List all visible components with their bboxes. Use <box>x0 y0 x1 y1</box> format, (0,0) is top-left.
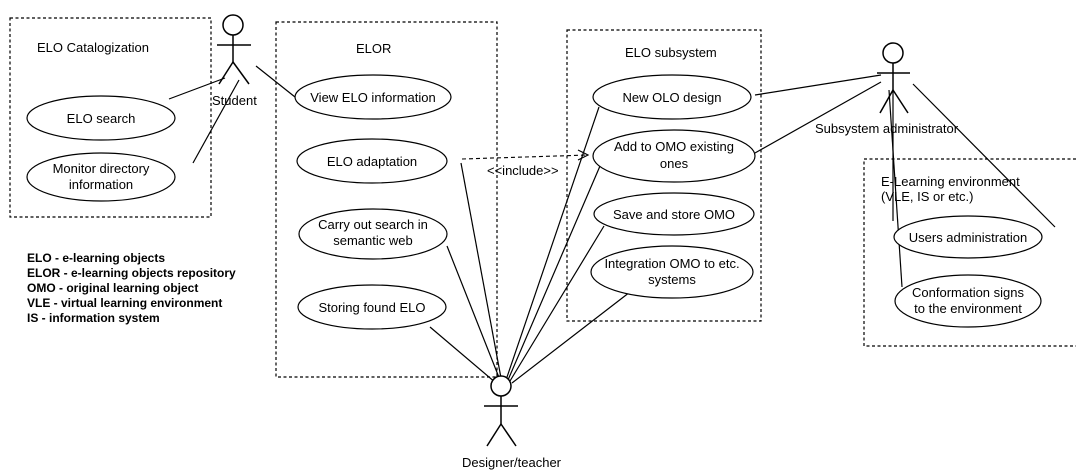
legend-item: VLE - virtual learning environment <box>27 296 222 310</box>
use-case-conformation-signs-label-2: to the environment <box>914 301 1022 316</box>
use-case-conformation-signs[interactable] <box>894 274 1042 328</box>
admin-head <box>882 42 904 64</box>
subsystem-administrator-label: Subsystem administrator <box>815 121 959 136</box>
use-case-save-store-omo-label: Save and store OMO <box>613 207 735 222</box>
student-label: Student <box>212 93 257 108</box>
use-case-search-semantic-web[interactable] <box>298 208 448 260</box>
elearning-environment-title: E-Learning environment <box>881 174 1020 189</box>
use-case-view-elo-information-label: View ELO information <box>310 90 436 105</box>
use-case-view-elo-information[interactable] <box>294 74 452 120</box>
use-case-integration-omo[interactable] <box>590 245 754 299</box>
abbreviation-legend: ELO - e-learning objects ELOR - e-learni… <box>27 251 236 325</box>
use-case-conformation-signs-label: Conformation signs <box>912 285 1024 300</box>
use-case-add-to-omo-label-2: ones <box>660 156 689 171</box>
subsystem-administrator-actor[interactable] <box>877 42 910 114</box>
include-label: <<include>> <box>487 163 559 178</box>
designer-head <box>490 375 512 397</box>
legend-item: ELOR - e-learning objects repository <box>27 266 236 280</box>
use-case-elo-search[interactable] <box>26 95 176 141</box>
use-case-integration-omo-label: Integration OMO to etc. <box>604 256 739 271</box>
use-case-users-administration-label: Users administration <box>909 230 1028 245</box>
elo-catalogization-boundary <box>9 17 212 218</box>
use-case-new-olo-design-label: New OLO design <box>623 90 722 105</box>
use-case-search-semantic-web-label-2: semantic web <box>333 233 412 248</box>
student-head <box>222 14 244 36</box>
use-case-add-to-omo-label: Add to OMO existing <box>614 139 734 154</box>
use-case-monitor-directory-label: Monitor directory <box>53 161 150 176</box>
use-case-monitor-directory[interactable] <box>26 152 176 202</box>
use-case-integration-omo-label-2: systems <box>648 272 696 287</box>
designer-teacher-actor[interactable] <box>484 375 518 447</box>
use-case-elo-adaptation-label: ELO adaptation <box>327 154 417 169</box>
use-case-storing-found-elo[interactable] <box>297 284 447 330</box>
legend-item: IS - information system <box>27 311 160 325</box>
use-case-search-semantic-web-label: Carry out search in <box>318 217 428 232</box>
use-case-storing-found-elo-label: Storing found ELO <box>319 300 426 315</box>
use-case-elo-search-label: ELO search <box>67 111 136 126</box>
elor-title: ELOR <box>356 41 391 56</box>
use-case-elo-adaptation[interactable] <box>296 138 448 184</box>
student-actor[interactable] <box>217 14 251 85</box>
use-case-add-to-omo[interactable] <box>592 129 756 183</box>
include-dependency <box>461 154 589 160</box>
elo-catalogization-title: ELO Catalogization <box>37 40 149 55</box>
include-arrowhead <box>577 149 590 161</box>
use-case-users-administration[interactable] <box>893 215 1043 259</box>
elearning-environment-boundary <box>863 158 1076 347</box>
use-case-monitor-directory-label-2: information <box>69 177 133 192</box>
legend-item: OMO - original learning object <box>27 281 198 295</box>
elo-subsystem-title: ELO subsystem <box>625 45 717 60</box>
use-case-new-olo-design[interactable] <box>592 74 752 120</box>
elearning-environment-subtitle: (VLE, IS or etc.) <box>881 189 973 204</box>
use-case-save-store-omo[interactable] <box>593 192 755 236</box>
elor-boundary <box>275 21 498 378</box>
designer-teacher-label: Designer/teacher <box>462 455 562 470</box>
legend-item: ELO - e-learning objects <box>27 251 165 265</box>
